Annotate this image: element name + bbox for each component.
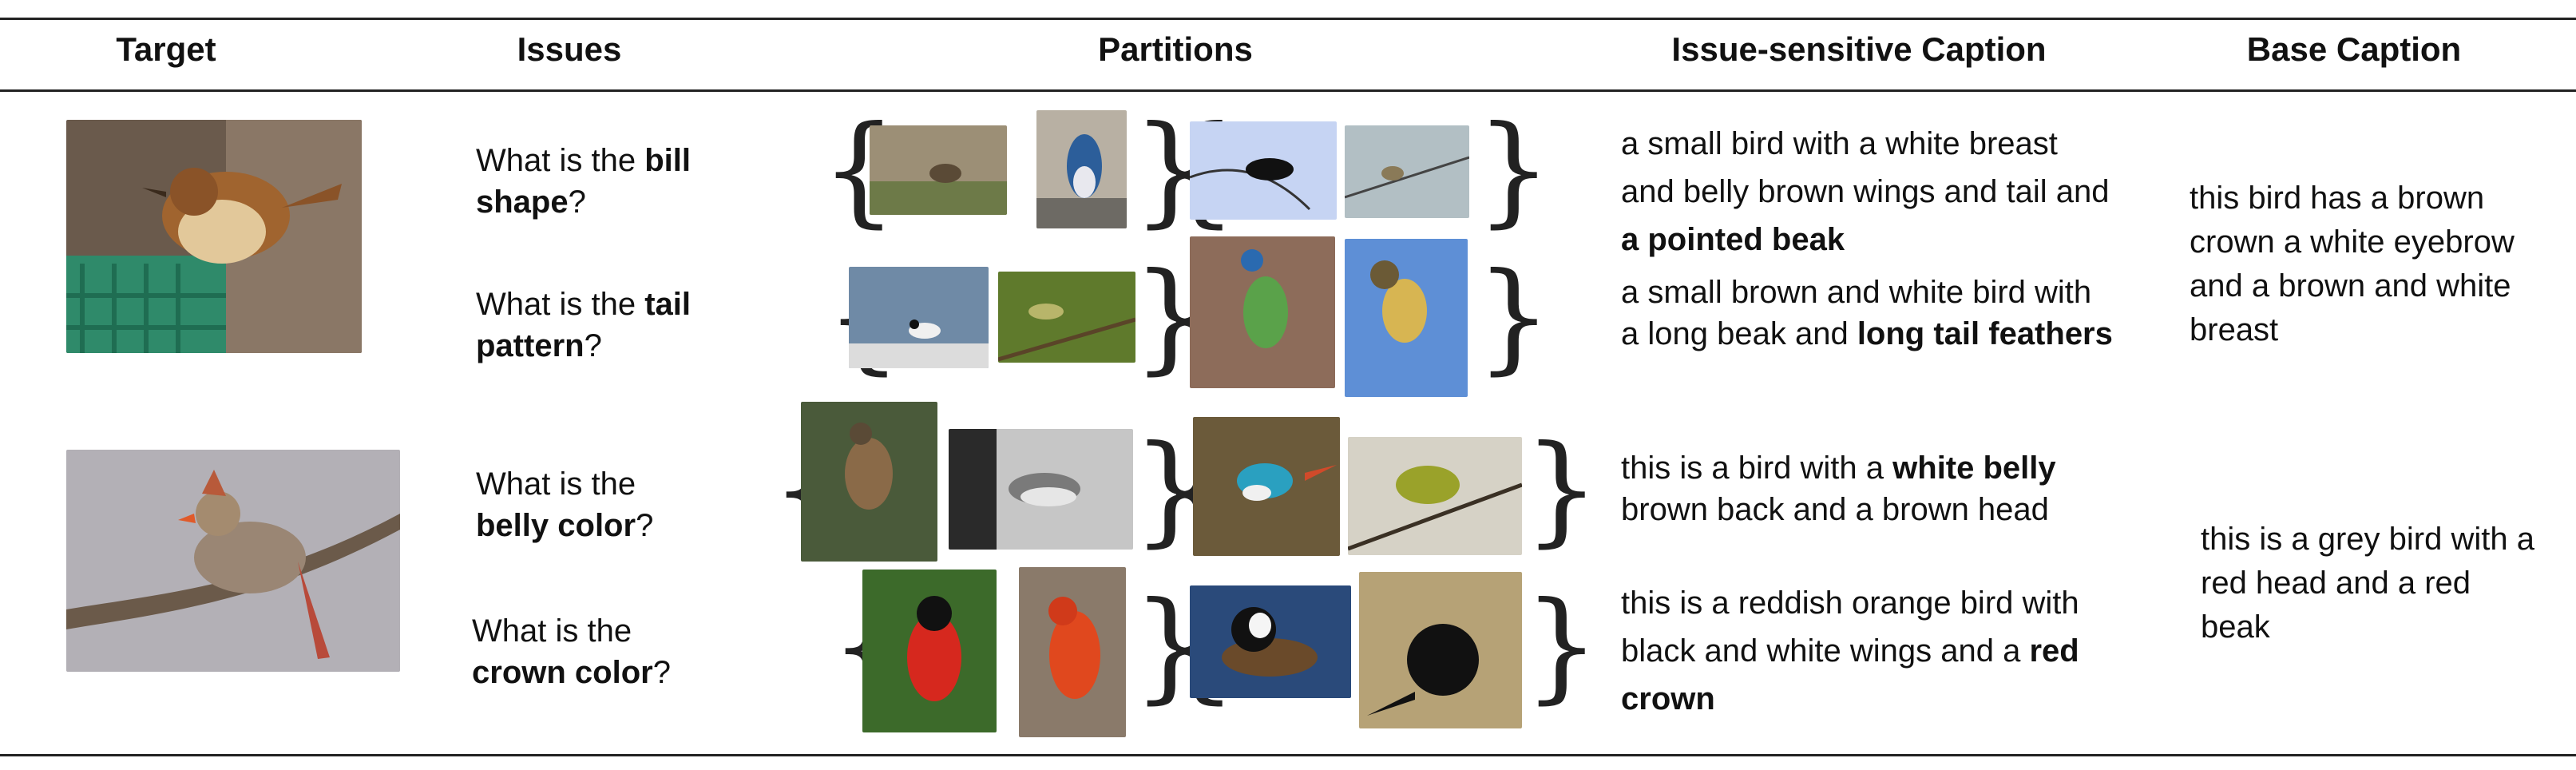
issue-caption: this is a bird with a white belly brown … bbox=[1621, 450, 2056, 527]
partition-image bbox=[1359, 572, 1522, 728]
caption-bold: long tail feathers bbox=[1857, 316, 2113, 351]
target-image-cardinal bbox=[66, 450, 400, 672]
header-rule bbox=[0, 89, 2576, 92]
issue-belly-color: What is the belly color? bbox=[476, 466, 654, 543]
issue-tail-pattern: What is the tail pattern? bbox=[476, 287, 691, 363]
header-issues: Issues bbox=[517, 30, 622, 68]
partition-image bbox=[1193, 417, 1340, 556]
header-issue-caption: Issue-sensitive Caption bbox=[1671, 30, 2047, 68]
top-rule bbox=[0, 18, 2576, 20]
header-target: Target bbox=[116, 30, 216, 68]
issue-bold: crown color bbox=[472, 655, 653, 690]
issue-bold: bill shape bbox=[476, 143, 691, 220]
header-base-caption: Base Caption bbox=[2246, 30, 2462, 68]
brace-right-icon: } bbox=[1524, 577, 1600, 716]
caption-bold: a pointed beak bbox=[1621, 222, 1845, 257]
issue-caption: a small bird with a white breast and bel… bbox=[1621, 126, 2110, 257]
partition-image bbox=[1190, 236, 1335, 388]
partition-image bbox=[801, 402, 937, 562]
partition-image bbox=[862, 570, 997, 732]
partition-image bbox=[1345, 125, 1469, 218]
issue-bold: belly color bbox=[476, 508, 636, 543]
bottom-rule bbox=[0, 754, 2576, 756]
partition-image bbox=[949, 429, 1133, 550]
issue-crown-color: What is the crown color? bbox=[472, 613, 671, 690]
issue-bold: tail pattern bbox=[476, 287, 691, 363]
brace-right-icon: } bbox=[1524, 420, 1600, 559]
caption-bold: red crown bbox=[1621, 633, 2079, 716]
partition-image bbox=[1019, 567, 1126, 737]
issue-bill-shape: What is the bill shape? bbox=[476, 143, 691, 220]
partition-image bbox=[1345, 239, 1468, 397]
base-caption: this bird has a brown crown a white eyeb… bbox=[2190, 181, 2515, 347]
partition-image bbox=[1348, 437, 1522, 555]
caption-bold: white belly bbox=[1892, 450, 2056, 486]
partition-image bbox=[1190, 121, 1337, 220]
brace-right-icon: } bbox=[1476, 101, 1552, 240]
partition-image bbox=[870, 125, 1007, 215]
header-partitions: Partitions bbox=[1098, 30, 1253, 68]
issue-caption: this is a reddish orange bird with black… bbox=[1621, 585, 2079, 716]
partition-image bbox=[1190, 585, 1351, 698]
partition-image bbox=[1036, 110, 1127, 228]
partition-image bbox=[998, 272, 1135, 363]
base-caption: this is a grey bird with a red head and … bbox=[2201, 522, 2534, 645]
brace-right-icon: } bbox=[1476, 248, 1552, 387]
partition-image bbox=[849, 267, 989, 368]
issue-caption: a small brown and white bird with a long… bbox=[1621, 275, 2113, 351]
target-image-wren bbox=[66, 120, 362, 353]
